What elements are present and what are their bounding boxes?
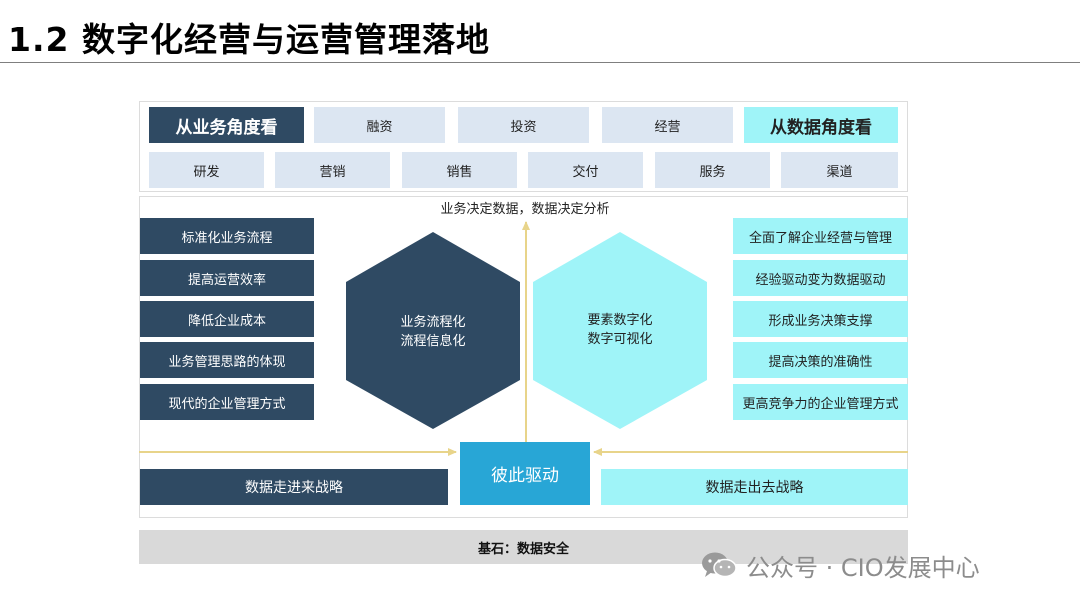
business-tag: 营销	[275, 152, 390, 188]
business-tag: 交付	[528, 152, 643, 188]
hexagon-business	[346, 232, 520, 429]
hexagon-business-line1: 业务流程化	[400, 315, 466, 330]
data-perspective-header: 从数据角度看	[744, 107, 898, 143]
business-tag: 投资	[458, 107, 589, 143]
inbound-strategy-bar: 数据走进来战略	[140, 469, 448, 505]
watermark-text: 公众号 · CIO发展中心	[746, 553, 980, 582]
hexagon-business-label: 业务流程化 流程信息化	[373, 313, 493, 351]
hexagon-business-line2: 流程信息化	[400, 334, 466, 349]
title-divider	[0, 62, 1080, 63]
business-benefit-item: 降低企业成本	[140, 301, 314, 337]
data-benefit-item: 更高竞争力的企业管理方式	[733, 384, 908, 420]
hexagon-data-line2: 数字可视化	[587, 332, 653, 347]
page-title: 1.2 数字化经营与运营管理落地	[8, 20, 490, 59]
business-benefit-item: 现代的企业管理方式	[140, 384, 314, 420]
business-perspective-header: 从业务角度看	[149, 107, 304, 143]
wechat-icon	[702, 552, 737, 578]
business-tag: 研发	[149, 152, 264, 188]
business-tag: 服务	[655, 152, 770, 188]
business-tag: 渠道	[781, 152, 898, 188]
hexagon-data-line1: 要素数字化	[587, 313, 653, 328]
business-tag: 销售	[402, 152, 517, 188]
business-tag: 融资	[314, 107, 445, 143]
hexagon-data-label: 要素数字化 数字可视化	[560, 311, 680, 349]
data-benefit-item: 经验驱动变为数据驱动	[733, 260, 908, 296]
data-benefit-item: 全面了解企业经营与管理	[733, 218, 908, 254]
business-benefit-item: 提高运营效率	[140, 260, 314, 296]
business-tag: 经营	[602, 107, 733, 143]
business-benefit-item: 业务管理思路的体现	[140, 342, 314, 378]
mutual-drive-box: 彼此驱动	[460, 442, 590, 505]
data-benefit-item: 形成业务决策支撑	[733, 301, 908, 337]
data-benefit-item: 提高决策的准确性	[733, 342, 908, 378]
hexagon-data	[533, 232, 707, 429]
center-caption: 业务决定数据，数据决定分析	[440, 202, 610, 217]
watermark: 公众号 · CIO发展中心	[700, 548, 980, 582]
business-benefit-item: 标准化业务流程	[140, 218, 314, 254]
foundation-bar: 基石：数据安全	[139, 530, 908, 564]
outbound-strategy-bar: 数据走出去战略	[601, 469, 908, 505]
